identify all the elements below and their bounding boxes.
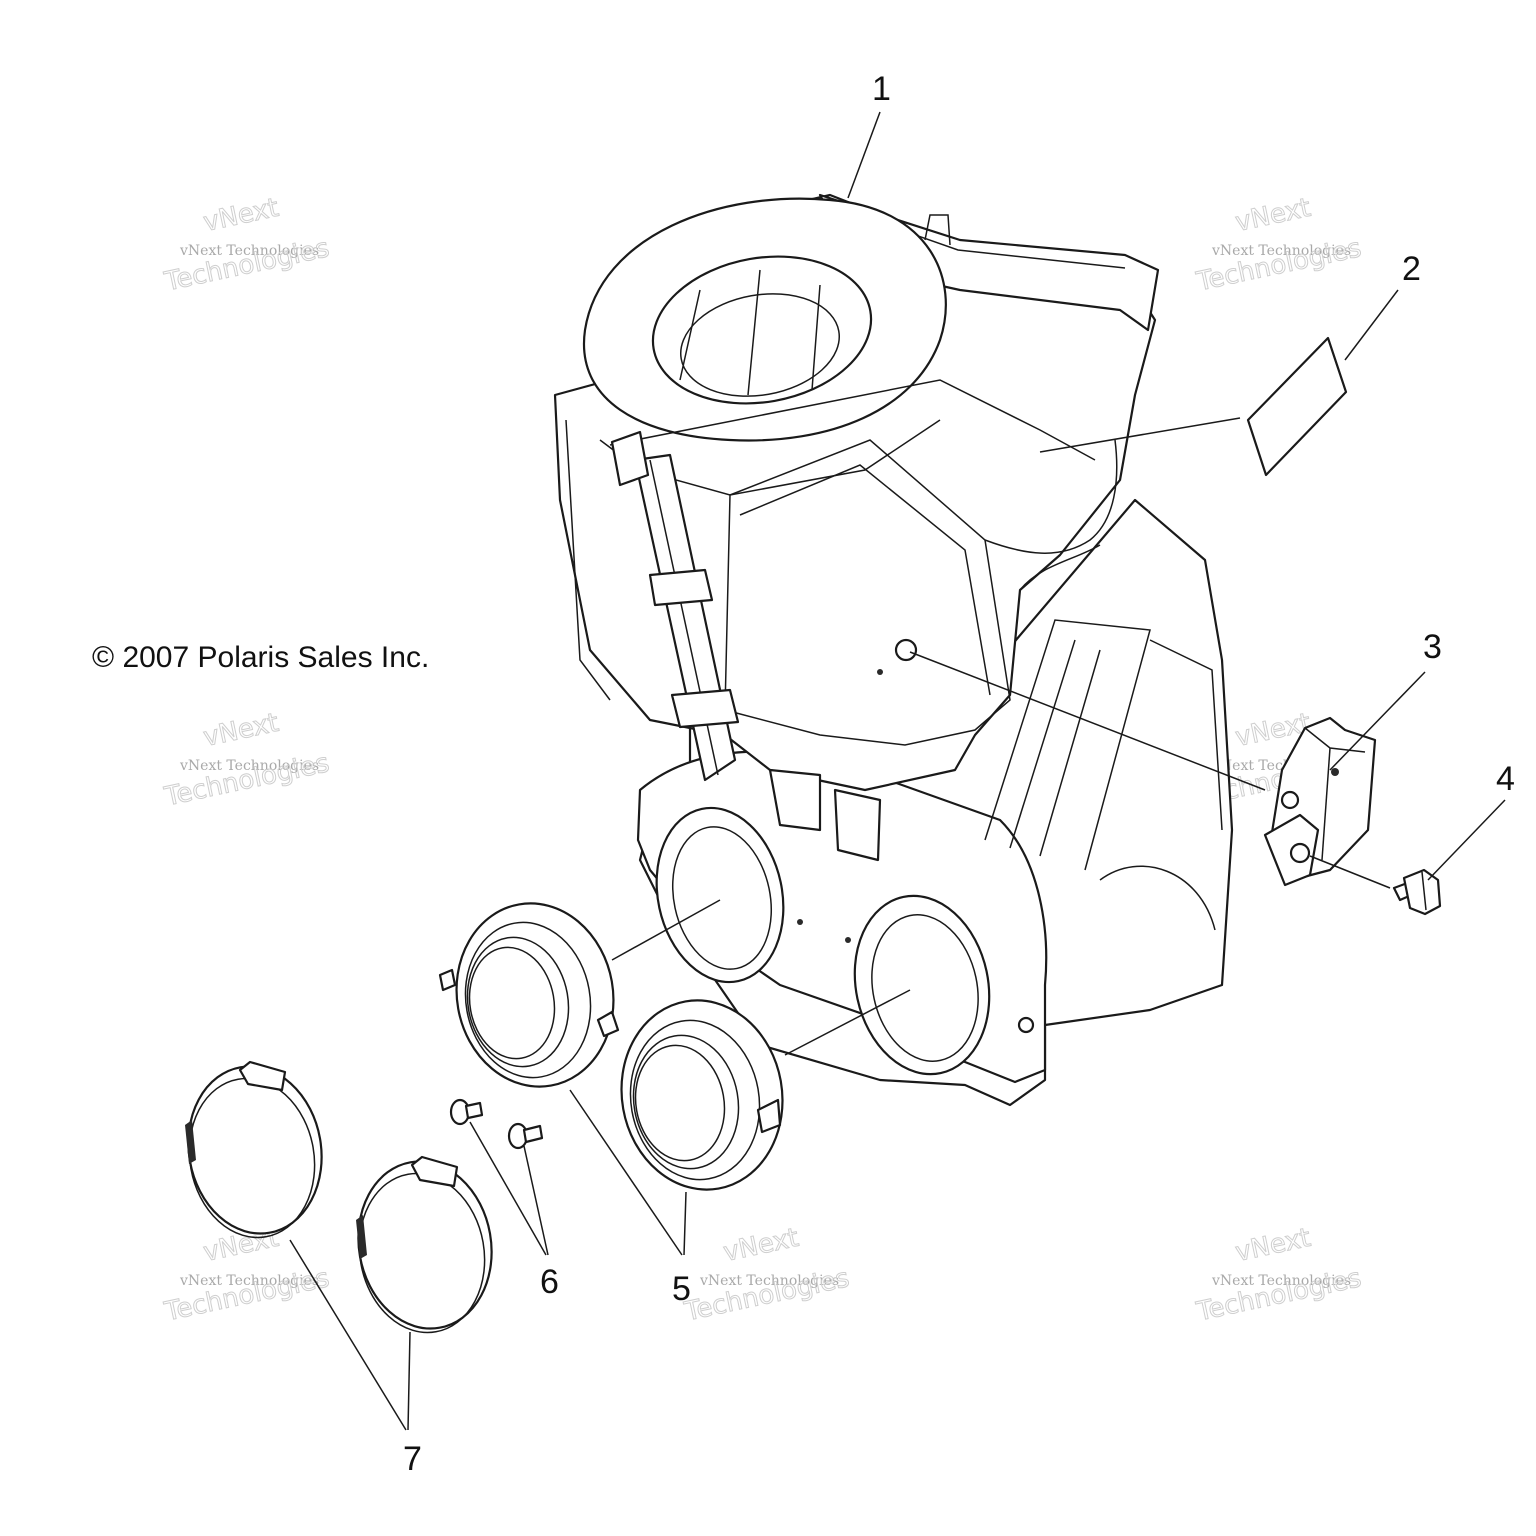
callout-4: 4: [1496, 760, 1515, 798]
watermark: vNext vNext Technologies Technologies: [681, 1222, 853, 1328]
watermark-text: vNext Technologies: [179, 1273, 319, 1289]
watermark-text: vNext Technologies: [179, 758, 319, 774]
leader-lines: [289, 111, 1506, 1431]
watermark-text: vNext: [201, 708, 282, 753]
watermark: vNext vNext Technologies Technologies: [1193, 1222, 1365, 1328]
callout-3: 3: [1423, 628, 1442, 666]
push-pin-right: [507, 1122, 544, 1150]
screw-part: [1392, 868, 1442, 916]
airbox-part: [553, 193, 1234, 1107]
intake-boot-upper: [438, 902, 620, 1088]
watermark: vNext vNext Technologies Technologies: [161, 707, 333, 813]
hose-clamp-lower: [356, 1155, 493, 1334]
watermark-text: vNext: [1233, 193, 1314, 238]
watermark-text: vNext: [201, 193, 282, 238]
intake-boot-lower: [620, 999, 784, 1191]
decal-part: [1246, 336, 1348, 477]
callout-6: 6: [540, 1263, 559, 1301]
watermark-text: vNext Technologies: [699, 1273, 839, 1289]
bracket-part: [1263, 716, 1377, 887]
callout-2: 2: [1402, 250, 1421, 288]
callout-5: 5: [672, 1270, 691, 1308]
callout-labels: 1 2 3 4 5 6 7: [403, 70, 1515, 1478]
watermark-text: vNext: [721, 1223, 802, 1268]
watermark-text: vNext Technologies: [179, 243, 319, 259]
callout-7: 7: [403, 1440, 422, 1478]
watermark-text: vNext Technologies: [1211, 1273, 1351, 1289]
hose-clamp-upper: [185, 1060, 323, 1239]
watermark: vNext vNext Technologies Technologies: [161, 1222, 333, 1328]
callout-1: 1: [872, 70, 891, 108]
watermark-text: vNext Technologies: [1211, 243, 1351, 259]
copyright-notice: © 2007 Polaris Sales Inc.: [92, 641, 429, 674]
watermark-text: vNext: [1233, 1223, 1314, 1268]
push-pin-left: [449, 1098, 484, 1126]
watermark: vNext vNext Technologies Technologies: [1193, 192, 1365, 298]
watermark: vNext vNext Technologies Technologies: [161, 192, 333, 298]
